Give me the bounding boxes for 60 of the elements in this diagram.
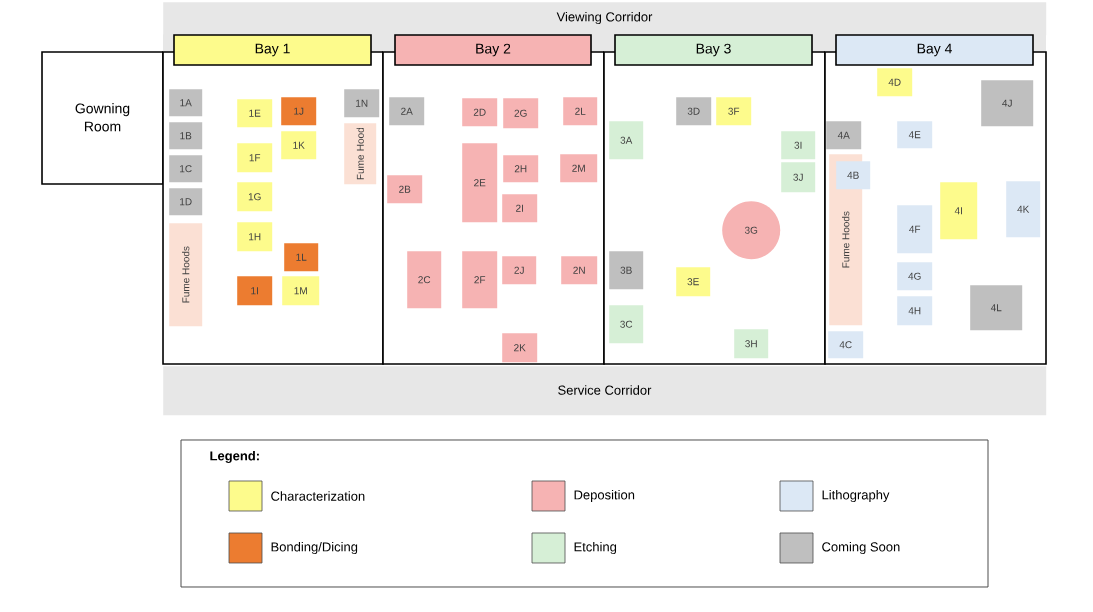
equipment-box: 2J xyxy=(502,256,537,285)
equipment-box: 3I xyxy=(781,131,816,160)
legend-title: Legend: xyxy=(210,450,259,464)
equipment-box: 4A xyxy=(826,121,862,150)
corridor-band: Service Corridor xyxy=(163,366,1047,416)
legend-label: Bonding/Dicing xyxy=(271,541,358,555)
equipment-box: 3A xyxy=(609,121,644,160)
equipment-box: 4L xyxy=(970,285,1023,331)
equipment-box: 1A xyxy=(169,89,203,117)
equipment-box: 3F xyxy=(716,97,752,126)
equipment-box: 4C xyxy=(828,331,864,359)
equipment-box: 4E xyxy=(897,121,933,149)
equipment-box: 2N xyxy=(561,256,598,285)
equipment-box: 2E xyxy=(462,143,498,223)
equipment-box: 3H xyxy=(734,329,769,359)
legend-label: Deposition xyxy=(574,489,635,503)
room-box: Gowning Room xyxy=(41,51,164,185)
equipment-box: 1M xyxy=(282,276,320,306)
equipment-box: 2H xyxy=(503,155,539,183)
equipment-box: 1E xyxy=(237,99,273,128)
equipment-box: 3D xyxy=(676,97,712,126)
equipment-box: 1C xyxy=(169,155,203,183)
fume-hood-box: Fume Hood xyxy=(344,123,377,185)
equipment-box: 4I xyxy=(940,182,978,240)
legend-label: Etching xyxy=(574,541,617,555)
equipment-box: 2I xyxy=(502,194,538,223)
equipment-box: 1F xyxy=(237,143,273,173)
fume-hood-box: Fume Hoods xyxy=(169,223,203,327)
equipment-box: 3J xyxy=(781,162,816,193)
legend-label: Coming Soon xyxy=(822,541,900,555)
equipment-box: 2A xyxy=(389,97,425,126)
equipment-box: 4G xyxy=(897,262,933,291)
equipment-box: 1B xyxy=(169,122,203,150)
equipment-box: 1K xyxy=(281,131,317,160)
equipment-box: 2D xyxy=(462,98,498,127)
equipment-box: 4B xyxy=(836,161,871,190)
equipment-box: 1D xyxy=(169,188,203,216)
equipment-box: 2F xyxy=(462,251,498,309)
equipment-box: 2C xyxy=(407,251,442,309)
equipment-box: 2B xyxy=(387,175,423,204)
equipment-box: 1G xyxy=(237,182,273,212)
equipment-box: 4K xyxy=(1006,181,1041,238)
legend-label: Characterization xyxy=(271,491,365,501)
equipment-box: 4H xyxy=(897,296,933,326)
equipment-box: 2G xyxy=(503,98,539,129)
equipment-box: 4D xyxy=(877,68,913,97)
equipment-box: 1L xyxy=(284,243,319,272)
equipment-box: 1H xyxy=(237,222,273,252)
equipment-box: 4J xyxy=(981,80,1034,127)
equipment-box: 1N xyxy=(344,89,380,118)
equipment-box: 3E xyxy=(676,267,711,297)
equipment-box: 2K xyxy=(502,333,538,363)
equipment-box: 1J xyxy=(281,97,317,126)
equipment-box: 3B xyxy=(609,251,644,290)
equipment-box: 4F xyxy=(897,205,933,254)
equipment-box: 3C xyxy=(609,305,644,344)
legend-label: Lithography xyxy=(822,489,890,503)
equipment-box: 1I xyxy=(237,276,273,306)
equipment-box: 2L xyxy=(563,97,598,126)
equipment-box: 2M xyxy=(560,154,598,183)
